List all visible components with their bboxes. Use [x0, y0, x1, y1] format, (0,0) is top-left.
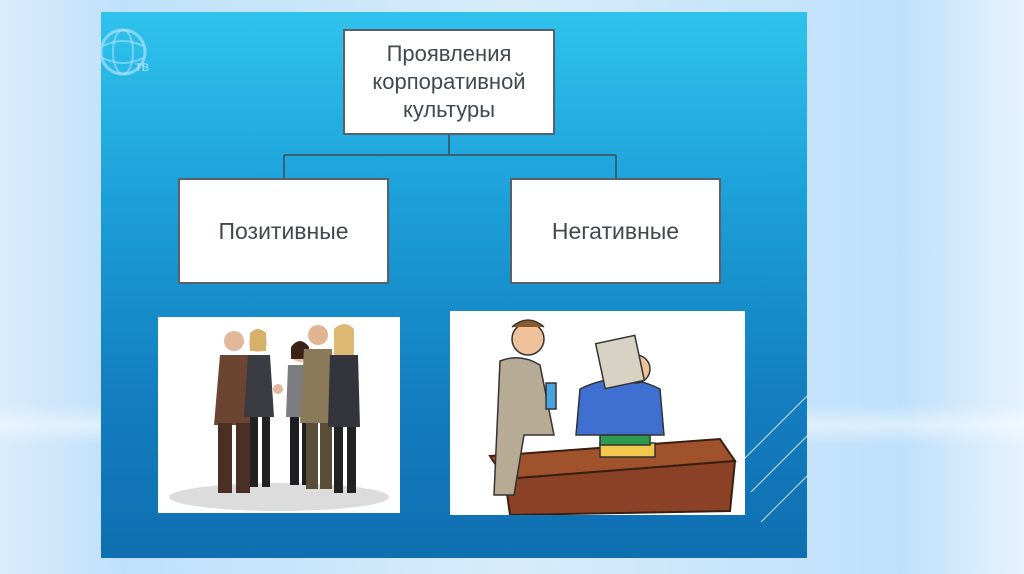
negative-node-label: Негативные [552, 218, 679, 245]
positive-node-label: Позитивные [218, 218, 348, 245]
decorative-lines [741, 392, 807, 558]
root-node-label: Проявления корпоративной культуры [372, 40, 525, 124]
root-node: Проявления корпоративной культуры [343, 29, 555, 135]
positive-illustration [158, 317, 400, 513]
positive-node: Позитивные [178, 178, 389, 284]
negative-node: Негативные [510, 178, 721, 284]
negative-illustration [450, 311, 745, 515]
slide: ТВ Проявления корпоративной культуры Поз… [101, 12, 807, 558]
cartoon-man-icon [576, 335, 664, 435]
person-icon [328, 324, 360, 493]
